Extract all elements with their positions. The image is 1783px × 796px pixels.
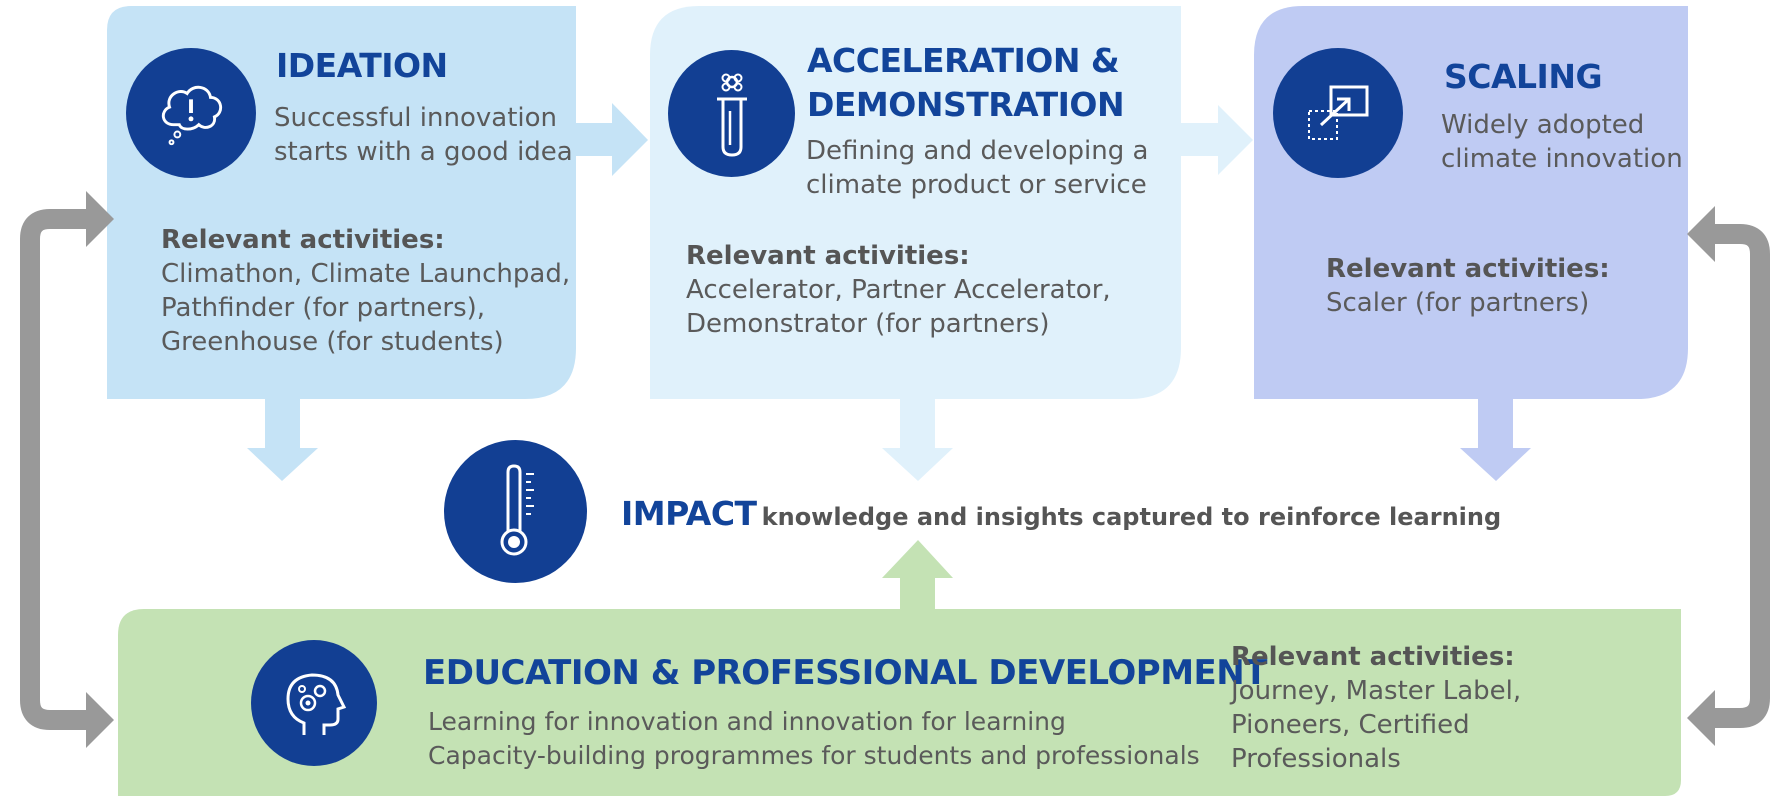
- impact-line: IMPACT knowledge and insights captured t…: [621, 494, 1501, 533]
- ideation-activities-label: Relevant activities:: [161, 225, 445, 255]
- acceleration-icon-circle: [668, 50, 795, 177]
- education-activity-line: Professionals: [1231, 744, 1401, 774]
- arrow-acceleration-down: [882, 399, 953, 481]
- ideation-activities: Relevant activities: Climathon, Climate …: [161, 223, 570, 359]
- left-cycle-arrow: [20, 191, 114, 748]
- thought-bubble-icon: [161, 85, 222, 146]
- education-activities-label: Relevant activities:: [1231, 642, 1515, 672]
- education-subtitle-line-2: Capacity-building programmes for student…: [428, 741, 1200, 770]
- education-icon-circle: [251, 640, 377, 766]
- ideation-subtitle-line-1: Successful innovation: [274, 103, 557, 133]
- education-activity-line: Pioneers, Certified: [1231, 710, 1470, 740]
- acceleration-activity-line: Demonstrator (for partners): [686, 309, 1050, 339]
- acceleration-activities: Relevant activities: Accelerator, Partne…: [686, 239, 1111, 341]
- ideation-title: IDEATION: [276, 46, 448, 85]
- scaling-icon-circle: [1273, 48, 1403, 178]
- acceleration-activities-label: Relevant activities:: [686, 241, 970, 271]
- ideation-activity-line: Climathon, Climate Launchpad,: [161, 259, 571, 289]
- scaling-subtitle-line-2: climate innovation: [1441, 144, 1683, 174]
- scaling-subtitle-line-1: Widely adopted: [1441, 110, 1645, 140]
- arrow-acceleration-to-scaling: [1181, 105, 1253, 175]
- acceleration-subtitle-line-2: climate product or service: [806, 170, 1147, 200]
- ideation-icon-circle: [126, 48, 256, 178]
- impact-title: IMPACT: [621, 494, 757, 533]
- education-activity-line: Journey, Master Label,: [1231, 676, 1522, 706]
- acceleration-activity-line: Accelerator, Partner Accelerator,: [686, 275, 1111, 305]
- expand-icon: [1308, 85, 1369, 140]
- arrow-ideation-down: [247, 399, 318, 481]
- education-box: [118, 609, 1681, 796]
- scaling-activity-line: Scaler (for partners): [1326, 288, 1590, 318]
- right-cycle-arrow: [1687, 206, 1770, 746]
- acceleration-title-line-2: DEMONSTRATION: [807, 85, 1125, 124]
- scaling-subtitle: Widely adopted climate innovation: [1441, 108, 1683, 176]
- impact-icon-circle: [444, 440, 587, 583]
- head-gears-icon: [286, 673, 347, 735]
- education-activities: Relevant activities: Journey, Master Lab…: [1231, 640, 1521, 776]
- education-subtitle: Learning for innovation and innovation f…: [428, 705, 1200, 773]
- scaling-activities: Relevant activities: Scaler (for partner…: [1326, 252, 1610, 320]
- ideation-activity-line: Greenhouse (for students): [161, 327, 504, 357]
- education-title: EDUCATION & PROFESSIONAL DEVELOPMENT: [423, 653, 1267, 693]
- thermometer-icon: [500, 463, 534, 555]
- ideation-subtitle: Successful innovation starts with a good…: [274, 101, 573, 169]
- ideation-activity-line: Pathfinder (for partners),: [161, 293, 486, 323]
- scaling-title: SCALING: [1444, 57, 1603, 96]
- acceleration-subtitle-line-1: Defining and developing a: [806, 136, 1149, 166]
- impact-text: knowledge and insights captured to reinf…: [761, 503, 1502, 531]
- arrow-education-up: [882, 540, 953, 609]
- acceleration-title-line-1: ACCELERATION &: [807, 41, 1120, 80]
- scaling-activities-label: Relevant activities:: [1326, 254, 1610, 284]
- ideation-subtitle-line-2: starts with a good idea: [274, 137, 573, 167]
- arrow-ideation-to-acceleration: [576, 103, 648, 176]
- acceleration-subtitle: Defining and developing a climate produc…: [806, 134, 1148, 202]
- arrow-scaling-down: [1460, 399, 1531, 481]
- acceleration-title: ACCELERATION & DEMONSTRATION: [807, 39, 1125, 127]
- education-subtitle-line-1: Learning for innovation and innovation f…: [428, 707, 1066, 736]
- test-tube-icon: [716, 73, 747, 157]
